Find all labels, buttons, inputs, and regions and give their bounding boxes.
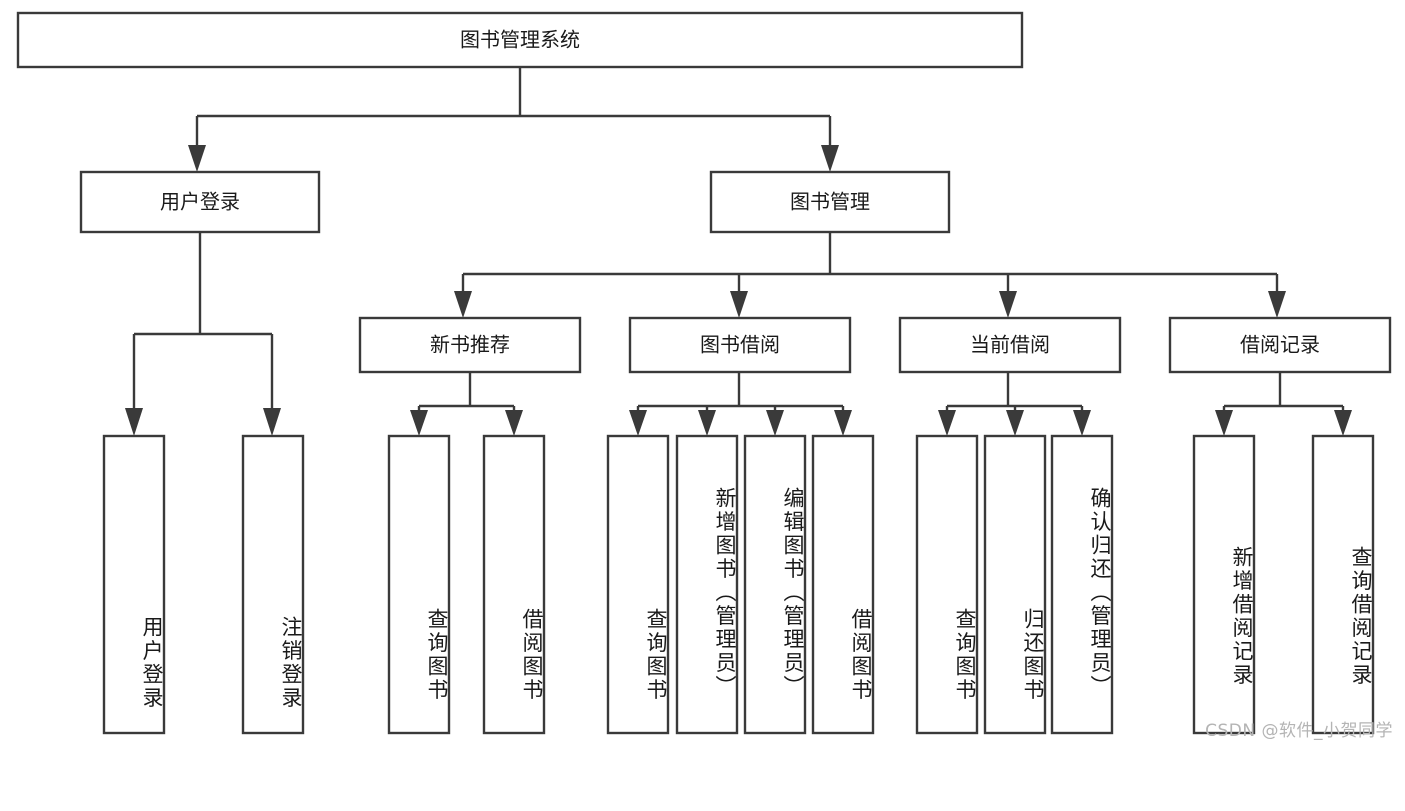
arrow-to-borrow [730,291,748,318]
arrow-leaf-add-book [698,410,716,436]
arrow-leaf-query-record [1334,410,1352,436]
arrow-leaf-user-login [125,408,143,436]
node-current-borrow-box[interactable] [898,316,1122,374]
leaf-box-add-book[interactable] [675,434,739,735]
node-new-book-recommend[interactable]: 新书推荐 [358,316,582,374]
arrow-leaf-query-book-1 [410,410,428,436]
arrow-leaf-borrow-book-2 [834,410,852,436]
leaf-box-layer [102,434,1375,735]
arrow-to-user-login [188,145,206,172]
arrow-to-new-book [454,291,472,318]
diagram-canvas: 图书管理系统 用户登录 图书管理 新书推荐 图书借阅 当前借阅 借阅记录 [16,11,1393,741]
node-new-book-recommend-label: 新书推荐 [430,333,510,357]
watermark-text: CSDN @软件_小贺同学 [1205,721,1393,741]
leaf-box-borrow-book-1[interactable] [482,434,546,735]
arrow-leaf-return-book [1006,410,1024,436]
arrow-leaf-add-record [1215,410,1233,436]
node-current-borrow-label: 当前借阅 [970,333,1050,357]
arrow-leaf-borrow-book-1 [505,410,523,436]
node-book-borrow-label: 图书借阅 [700,333,780,357]
node-current-borrow[interactable]: 当前借阅 [898,316,1122,374]
node-root-box[interactable] [16,11,1024,69]
arrow-leaf-edit-book [766,410,784,436]
node-book-borrow[interactable]: 图书借阅 [628,316,852,374]
node-borrow-record-label: 借阅记录 [1240,333,1320,357]
leaf-box-query-record[interactable] [1311,434,1375,735]
connector-layer [125,67,1352,436]
node-book-borrow-box[interactable] [628,316,852,374]
arrow-leaf-query-book-3 [938,410,956,436]
arrow-to-borrow-record [1268,291,1286,318]
node-user-login[interactable]: 用户登录 [79,170,321,234]
leaf-box-query-book-3[interactable] [915,434,979,735]
node-user-login-box[interactable] [79,170,321,234]
arrow-to-book-mgmt [821,145,839,172]
leaf-box-add-record[interactable] [1192,434,1256,735]
node-new-book-recommend-box[interactable] [358,316,582,374]
node-book-management-box[interactable] [709,170,951,234]
tree-diagram-svg: 图书管理系统 用户登录 图书管理 新书推荐 图书借阅 当前借阅 借阅记录 [16,11,1392,735]
node-root-label: 图书管理系统 [460,28,580,52]
arrow-leaf-query-book-2 [629,410,647,436]
node-book-management-label: 图书管理 [790,190,870,214]
node-book-management[interactable]: 图书管理 [709,170,951,234]
leaf-box-return-book[interactable] [983,434,1047,735]
node-user-login-label: 用户登录 [160,190,240,214]
leaf-box-edit-book[interactable] [743,434,807,735]
node-root[interactable]: 图书管理系统 [16,11,1024,69]
node-borrow-record[interactable]: 借阅记录 [1168,316,1392,374]
arrow-leaf-confirm-return [1073,410,1091,436]
leaf-box-logout[interactable] [241,434,305,735]
arrow-to-current-borrow [999,291,1017,318]
leaf-box-confirm-return[interactable] [1050,434,1114,735]
node-borrow-record-box[interactable] [1168,316,1392,374]
leaf-box-user-login[interactable] [102,434,166,735]
leaf-box-query-book-2[interactable] [606,434,670,735]
leaf-box-borrow-book-2[interactable] [811,434,875,735]
leaf-box-query-book-1[interactable] [387,434,451,735]
arrow-leaf-logout [263,408,281,436]
